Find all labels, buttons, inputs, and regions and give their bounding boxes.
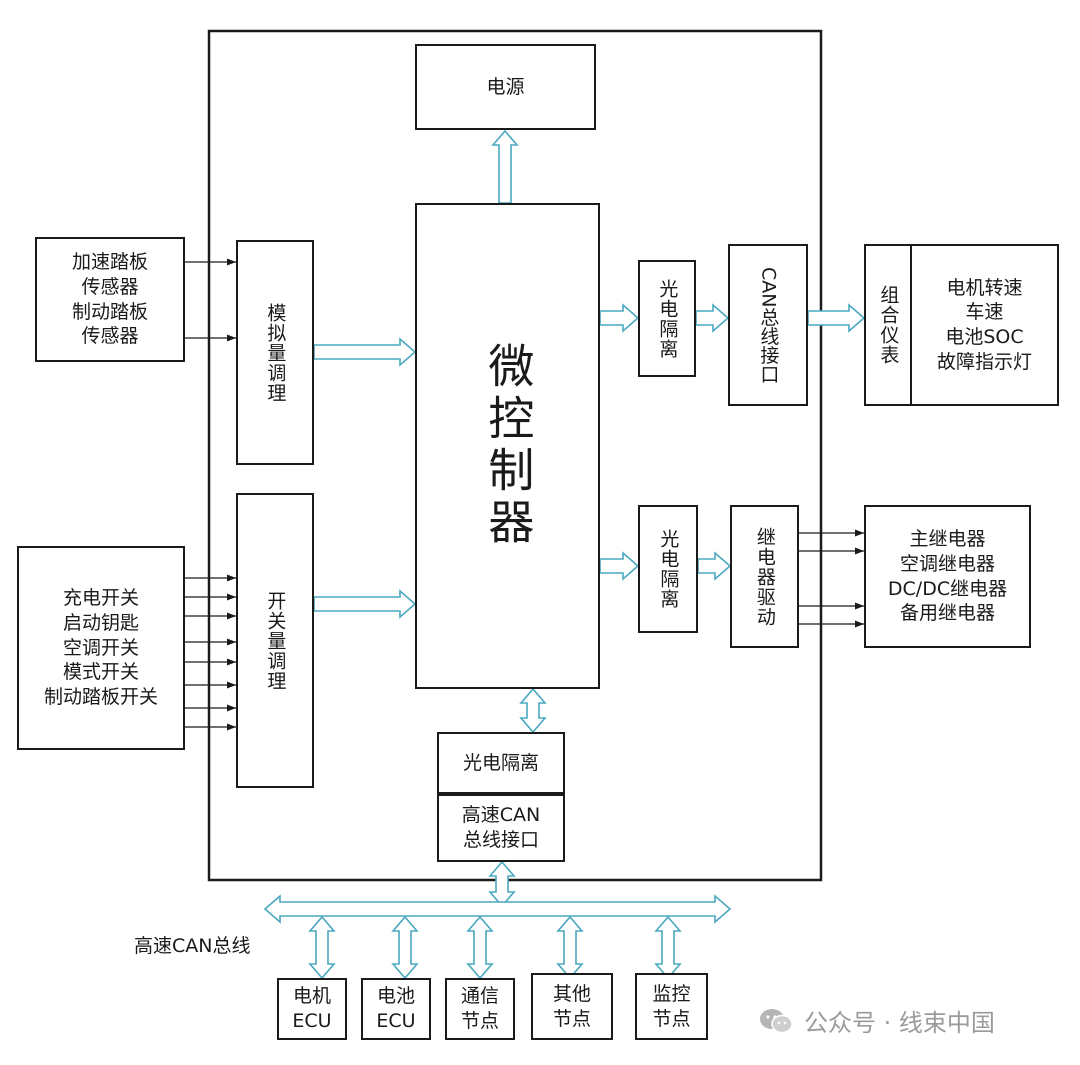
hs-can-interface-line: 高速CAN xyxy=(461,804,541,827)
hs-can-interface-line: 总线接口 xyxy=(462,829,539,851)
controller-frame xyxy=(207,29,823,882)
node-other: 其他 节点 xyxy=(531,973,613,1040)
pedal-wire-head xyxy=(227,334,236,342)
relay-driver-label: 继电器驱动 xyxy=(753,526,776,627)
opto-isolation-top-box: 光电隔离 xyxy=(638,260,696,377)
switch-wire-head xyxy=(227,658,236,666)
relay-driver-box: 继电器驱动 xyxy=(730,505,799,648)
pedal-sensor-box: 加速踏板 传感器 制动踏板 传感器 xyxy=(35,237,185,362)
microcontroller-label: 微控制器 xyxy=(481,342,536,550)
watermark-text: 公众号 · 线束中国 xyxy=(804,1009,995,1037)
relay-list-box: 主继电器 空调继电器 DC/DC继电器 备用继电器 xyxy=(864,505,1031,648)
switch-wire-head xyxy=(227,723,236,731)
pedal-sensor-line: 制动踏板 xyxy=(71,300,148,323)
node-comm: 通信 节点 xyxy=(445,978,515,1040)
opto-isolation-bottom-box: 光电隔离 xyxy=(437,732,565,794)
cluster-item: 电池SOC xyxy=(945,326,1024,348)
pedal-sensor-line: 传感器 xyxy=(81,325,139,348)
node-motor-ecu: 电机 ECU xyxy=(277,978,347,1040)
cluster-items-box: 电机转速 车速 电池SOC 故障指示灯 xyxy=(910,244,1059,406)
node-label: ECU xyxy=(292,1010,332,1032)
bus-node-arrow-4 xyxy=(654,915,682,980)
can-interface-box: CAN总线接口 xyxy=(728,244,808,406)
mcu-to-power-arrow xyxy=(491,129,519,204)
cluster-item: 车速 xyxy=(965,301,1004,324)
bus-node-arrow-2 xyxy=(466,915,494,980)
relay-item: DC/DC继电器 xyxy=(887,577,1008,600)
mcu-opto-bottom-arrow xyxy=(519,687,547,734)
node-monitor: 监控 节点 xyxy=(635,973,708,1040)
bus-node-arrow-0 xyxy=(308,915,336,980)
switch-wire-head xyxy=(227,612,236,620)
can-interface-label: CAN总线接口 xyxy=(757,266,780,384)
switch-to-mcu-arrow xyxy=(313,589,417,619)
cluster-label: 组合仪表 xyxy=(877,285,900,365)
mcu-to-opto-top-arrow xyxy=(599,303,640,333)
node-label: 节点 xyxy=(652,1007,691,1030)
opto-isolation-top-label: 光电隔离 xyxy=(656,278,679,359)
watermark: 公众号 · 线束中国 xyxy=(758,1003,995,1038)
analog-conditioning-box: 模拟量调理 xyxy=(236,240,314,465)
opto-isolation-mid-box: 光电隔离 xyxy=(638,505,698,633)
relay-wire-head xyxy=(855,529,864,537)
pedal-wire-head xyxy=(227,258,236,266)
analog-conditioning-label: 模拟量调理 xyxy=(264,302,287,403)
node-label: 电池 xyxy=(376,985,415,1008)
opto-isolation-bottom-label: 光电隔离 xyxy=(462,751,539,774)
bus-node-arrow-3 xyxy=(556,915,584,980)
switch-wire-head xyxy=(227,704,236,712)
switch-wire-head xyxy=(227,574,236,582)
power-box: 电源 xyxy=(415,44,596,130)
microcontroller-box: 微控制器 xyxy=(415,203,600,689)
switch-inputs-box: 充电开关 启动钥匙 空调开关 模式开关 制动踏板开关 xyxy=(17,546,185,750)
relay-wire-head xyxy=(855,620,864,628)
node-label: ECU xyxy=(376,1010,416,1032)
opto-isolation-mid-label: 光电隔离 xyxy=(657,529,680,609)
data-flow-arrows xyxy=(263,129,866,980)
hs-can-interface-box: 高速CAN 总线接口 xyxy=(437,794,565,862)
node-label: 节点 xyxy=(460,1010,499,1032)
node-label: 电机 xyxy=(292,985,331,1008)
opto-to-can-arrow xyxy=(695,303,730,333)
relay-item: 空调继电器 xyxy=(899,552,995,575)
relay-item: 主继电器 xyxy=(909,528,986,551)
wechat-icon xyxy=(760,1008,793,1033)
switch-wire-head xyxy=(227,638,236,646)
hs-can-bus-label: 高速CAN总线 xyxy=(134,935,251,957)
bus-node-arrow-1 xyxy=(391,915,419,980)
cluster-item: 故障指示灯 xyxy=(936,350,1032,373)
node-label: 节点 xyxy=(552,1007,591,1030)
interface-bus-arrow xyxy=(488,860,516,908)
switch-wire-head xyxy=(227,681,236,689)
node-label: 监控 xyxy=(652,982,691,1005)
signal-wires xyxy=(185,258,864,731)
switch-input: 制动踏板开关 xyxy=(43,686,158,709)
switch-conditioning-label: 开关量调理 xyxy=(264,590,287,691)
switch-input: 模式开关 xyxy=(62,661,139,684)
hs-can-bus-arrow xyxy=(263,894,732,924)
node-label: 通信 xyxy=(460,985,499,1008)
switch-input: 启动钥匙 xyxy=(62,611,139,634)
switch-conditioning-box: 开关量调理 xyxy=(236,493,314,788)
pedal-sensor-line: 传感器 xyxy=(81,275,139,298)
cluster-box: 组合仪表 xyxy=(864,244,912,406)
mcu-to-opto-mid-arrow xyxy=(599,551,640,581)
relay-wire-head xyxy=(855,602,864,610)
opto-to-relay-arrow xyxy=(697,551,732,581)
relay-wire-head xyxy=(855,547,864,555)
switch-input: 空调开关 xyxy=(62,636,139,659)
power-label: 电源 xyxy=(486,75,525,98)
cluster-item: 电机转速 xyxy=(946,276,1023,299)
analog-to-mcu-arrow xyxy=(313,337,417,367)
switch-wire-head xyxy=(227,593,236,601)
node-battery-ecu: 电池 ECU xyxy=(361,978,431,1040)
pedal-sensor-line: 加速踏板 xyxy=(71,251,148,274)
can-to-cluster-arrow xyxy=(807,303,866,333)
relay-item: 备用继电器 xyxy=(899,602,995,625)
switch-input: 充电开关 xyxy=(62,587,139,610)
node-label: 其他 xyxy=(552,982,591,1005)
